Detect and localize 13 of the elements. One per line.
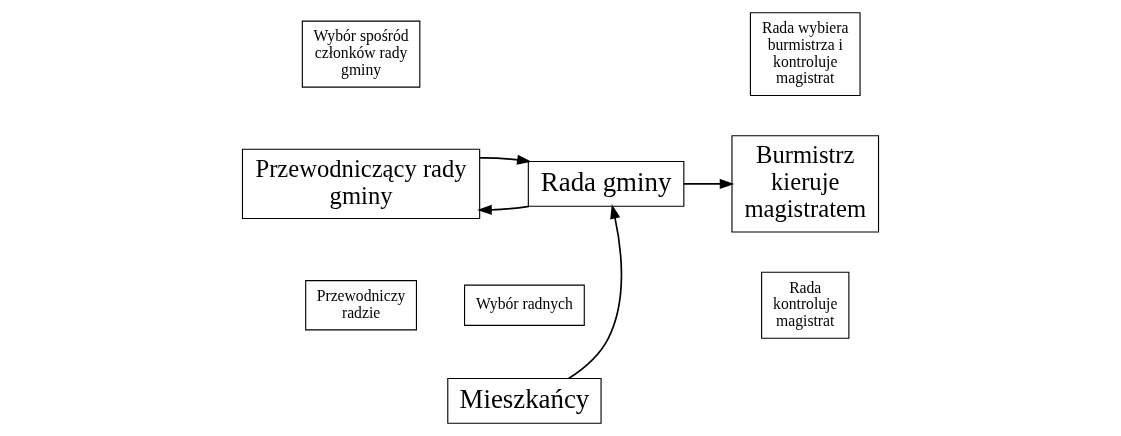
node-box: Rada gminy [527,160,685,207]
arrow [567,204,623,380]
node-box: Przewodniczący rady gminy [241,148,481,220]
node-box: Mieszkańcy [447,378,602,424]
node-box: Burmistrz kieruje magistratem [731,135,880,233]
arrow [683,178,735,189]
node-box: Wybór radnych [464,284,585,326]
node-box: Przewodniczy radzie [305,280,417,331]
arrow [477,204,530,215]
arrow [478,154,532,165]
node-box: Rada wybiera burmistrza i kontroluje magistrat [749,12,861,97]
node-box: Rada kontroluje magistrat [761,271,850,339]
node-box: Wybór spośród członków rady gminy [301,20,421,88]
